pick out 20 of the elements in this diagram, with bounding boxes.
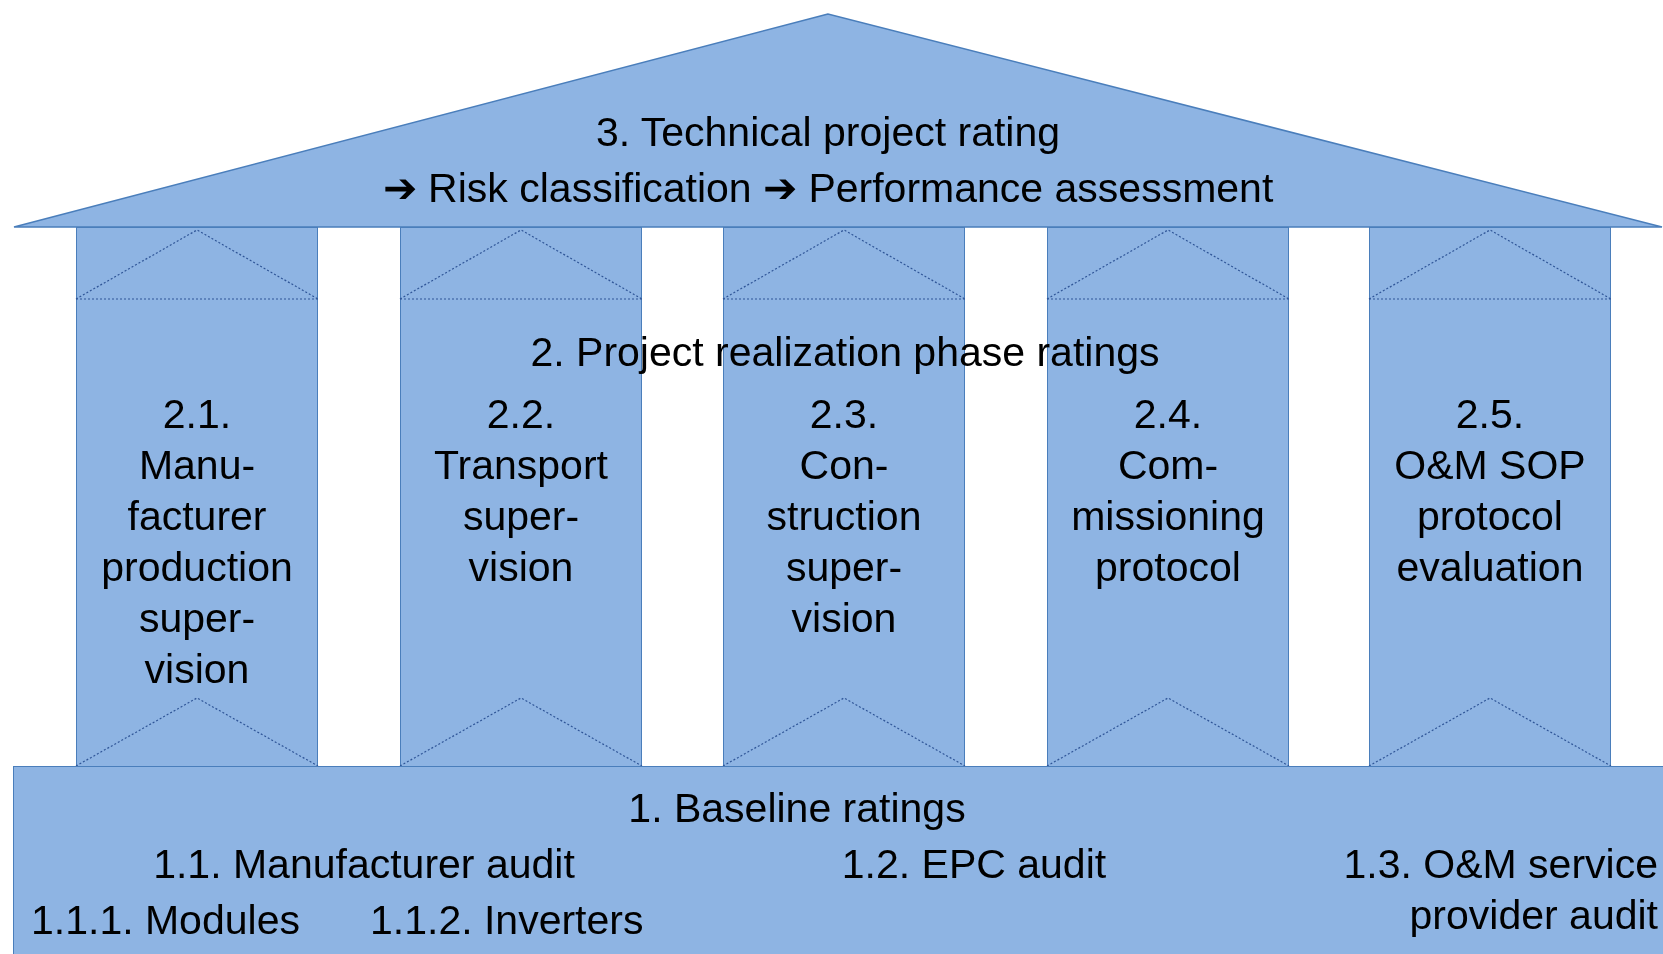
number-text: 2.3. <box>808 390 880 439</box>
label-text: 1.3. O&M service provider audit <box>1342 840 1658 940</box>
label-text: O&M SOP protocol evaluation <box>1393 441 1587 592</box>
label-text: 1.1.2. Inverters <box>370 896 644 945</box>
heading-text: 3. Technical project rating <box>594 108 1062 157</box>
label-text: 1.2. EPC audit <box>840 840 1108 889</box>
label-text: Con- struction super- vision <box>765 441 923 643</box>
heading-text: 1. Baseline ratings <box>627 784 967 833</box>
base-box <box>13 766 1663 954</box>
number-text: 2.4. <box>1132 390 1204 439</box>
label-text: 1.1. Manufacturer audit <box>152 840 576 889</box>
roof-shape <box>13 13 1663 229</box>
number-text: 2.5. <box>1454 390 1526 439</box>
label-text: Transport super- vision <box>433 441 609 592</box>
label-text: ➔ Risk classification ➔ Performance assessment <box>381 164 1275 213</box>
number-text: 2.1. <box>161 390 233 439</box>
number-text: 2.2. <box>485 390 557 439</box>
label-text: 1.1.1. Modules <box>31 896 300 945</box>
label-text: Com- missioning protocol <box>1070 441 1266 592</box>
label-text: Manu- facturer production super- vision <box>100 441 294 694</box>
